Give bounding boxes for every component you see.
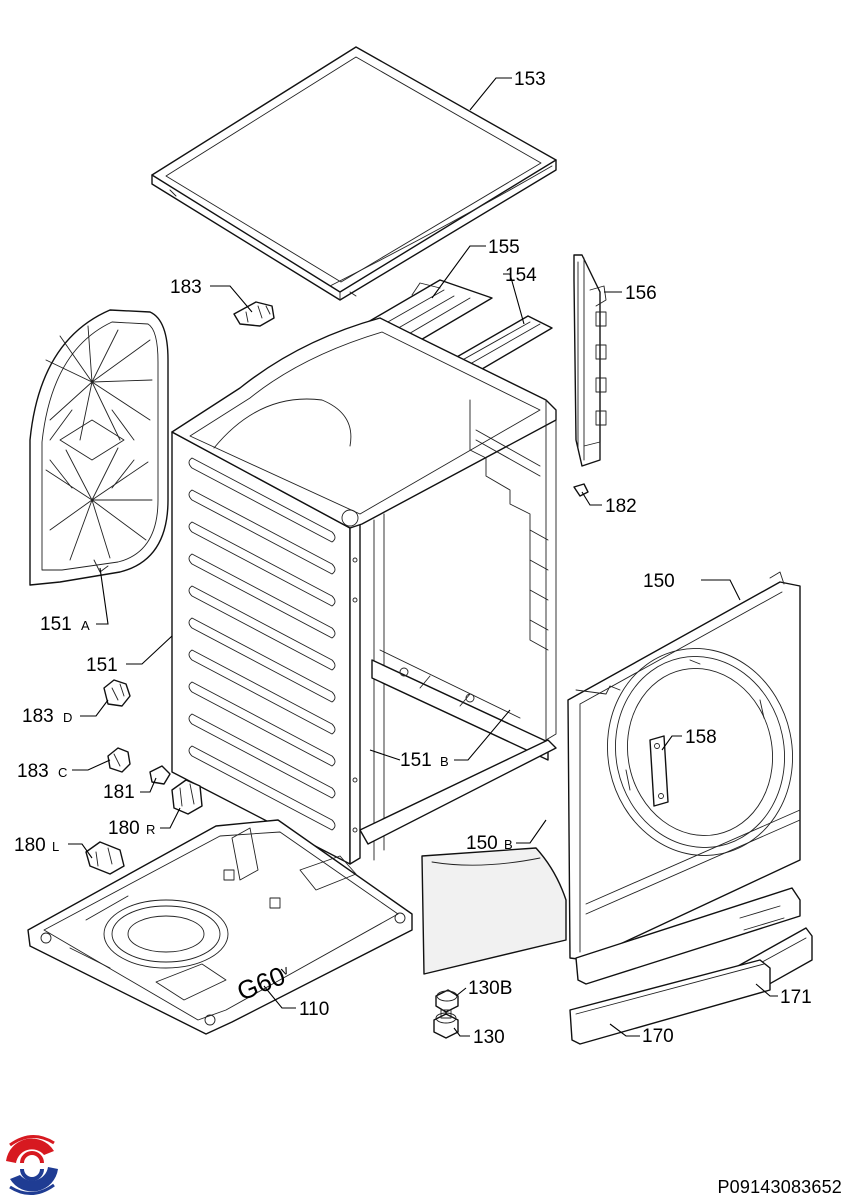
label-156: 156 [625,283,657,304]
part-180r-foot-bracket [171,779,203,815]
part-150-front-panel [567,571,801,961]
part-181-clip [149,765,171,785]
label-155: 155 [488,237,520,258]
part-170-kickplate [569,959,771,1045]
label-158: 158 [685,727,717,748]
part-150b-lower-panel [421,847,567,975]
label-183d: 183 [22,706,54,727]
part-110-base [27,819,413,1035]
label-171: 171 [780,987,812,1008]
label-153: 153 [514,69,546,90]
label-183c-sub: C [58,765,67,780]
part-183c-bracket [107,747,131,773]
label-150b: 150 [466,833,498,854]
label-180r-sub: R [146,822,155,837]
label-180l: 180 [14,835,46,856]
part-182-clip [573,483,589,497]
label-151b: 151 [400,750,432,771]
drawing-code: P09143083652 [717,1177,842,1197]
part-130-foot [433,1009,459,1039]
part-labels: 153 155 154 156 183 182 151 A 151 150 15… [14,69,812,1048]
label-182: 182 [605,496,637,517]
part-153-top-lid [151,46,557,301]
label-150: 150 [643,571,675,592]
label-150b-sub: B [504,837,513,852]
label-170: 170 [642,1026,674,1047]
part-151a-rear-frame [29,309,169,586]
swirl-logo-icon [4,1135,60,1195]
label-183d-sub: D [63,710,72,725]
part-180-plinth-strip [575,887,801,985]
part-180l-foot-bracket [85,841,125,875]
part-130b-foot-nut [435,989,459,1013]
part-183d-bracket [103,679,131,707]
label-110: 110 [299,999,329,1020]
label-130: 130 [473,1027,505,1048]
label-151: 151 [86,655,118,676]
label-183: 183 [170,277,202,298]
leader-lines [68,77,778,1037]
label-180r: 180 [108,818,140,839]
label-130b: 130B [468,978,512,999]
label-181: 181 [103,782,135,803]
part-183-bracket [233,301,275,327]
label-151a: 151 [40,614,72,635]
label-180l-sub: L [52,839,59,854]
label-151a-sub: A [81,618,90,633]
part-151-cabinet [171,317,557,865]
part-156-side-strip [573,254,607,467]
label-183c: 183 [17,761,49,782]
label-151b-sub: B [440,754,449,769]
label-154: 154 [505,265,537,286]
